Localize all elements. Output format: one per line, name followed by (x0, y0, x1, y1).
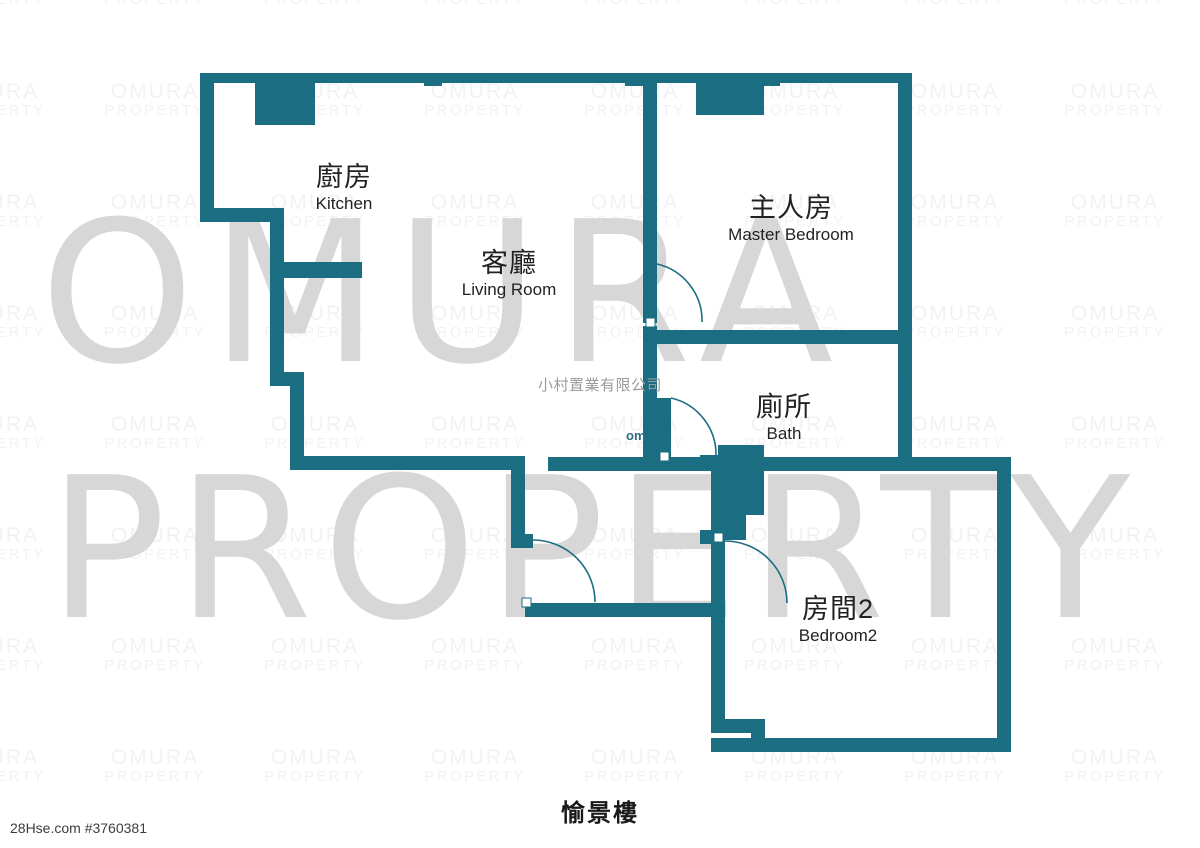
room-label-kitchen-en: Kitchen (315, 194, 373, 214)
room-label-living-room-en: Living Room (461, 280, 557, 300)
building-name-title: 愉景樓 (561, 800, 639, 827)
wall-right-lower (997, 457, 1011, 752)
master-top-block-2 (764, 73, 780, 86)
door-bath (670, 397, 717, 457)
jamb-master (645, 317, 656, 328)
inline-brand-mark: om (626, 428, 646, 443)
wall-step-1-h (200, 208, 284, 222)
window-post-top-1 (424, 73, 442, 86)
windows-group (214, 76, 997, 467)
room-label-bath-zh: 廁所 (756, 392, 812, 422)
wall-living-right-lower (511, 456, 525, 548)
wall-top-outer (200, 73, 912, 83)
room-label-master-bedroom-zh: 主人房 (748, 193, 833, 223)
wall-hall-top (548, 457, 658, 471)
room-label-bedroom2-en: Bedroom2 (798, 626, 878, 646)
wall-hall-left-v (548, 457, 562, 469)
window-post-top-2 (625, 73, 643, 86)
room-label-living-room: 客廳 Living Room (462, 248, 557, 300)
agency-watermark-text: 小村置業有限公司 (537, 377, 663, 394)
walls-group (200, 73, 1011, 752)
wall-living-bottom (290, 456, 525, 470)
wall-corridor-bottom (525, 603, 725, 617)
wall-master-left-lower (643, 326, 657, 471)
wall-bath-left (657, 398, 671, 460)
room-label-master-bedroom-en: Master Bedroom (728, 225, 854, 245)
wall-master-bottom (643, 330, 912, 344)
jamb-hall (521, 597, 532, 608)
room-label-bedroom2-zh: 房間2 (801, 594, 875, 624)
wall-step-3-v (290, 372, 304, 468)
door-bedroom2 (724, 540, 788, 604)
room-label-bedroom2: 房間2 Bedroom2 (799, 594, 877, 646)
wall-left-upper (200, 73, 214, 208)
wall-bath-stub (700, 455, 718, 471)
room-label-master-bedroom: 主人房 Master Bedroom (728, 193, 854, 245)
wall-living-bottom-2 (511, 534, 533, 548)
room-label-kitchen-zh: 廚房 (315, 162, 372, 192)
door-jambs-group (521, 317, 724, 608)
wall-bed2-top (912, 457, 1011, 471)
door-hall (532, 539, 596, 603)
jamb-bedroom2 (713, 532, 724, 543)
door-master-bedroom (656, 263, 703, 323)
wall-right-upper (898, 73, 912, 463)
room-label-kitchen: 廚房 Kitchen (316, 162, 373, 214)
bath-fixture-block (718, 445, 764, 515)
wall-step-1-v (270, 208, 284, 276)
room-label-living-room-zh: 客廳 (481, 248, 537, 278)
doors-group (532, 263, 788, 604)
master-top-block (696, 83, 764, 115)
jamb-bath (659, 451, 670, 462)
wall-step-2-h (270, 262, 362, 278)
room-label-bath-en: Bath (766, 424, 802, 444)
wall-step-2-v (270, 262, 284, 372)
kitchen-counter-block (255, 83, 315, 125)
room-label-bath: 廁所 Bath (756, 392, 812, 444)
listing-reference: 28Hse.com #3760381 (10, 820, 147, 836)
wall-master-left-upper (643, 73, 657, 323)
wall-corridor-v (711, 540, 725, 617)
wall-bed2-bottom (711, 738, 1011, 752)
